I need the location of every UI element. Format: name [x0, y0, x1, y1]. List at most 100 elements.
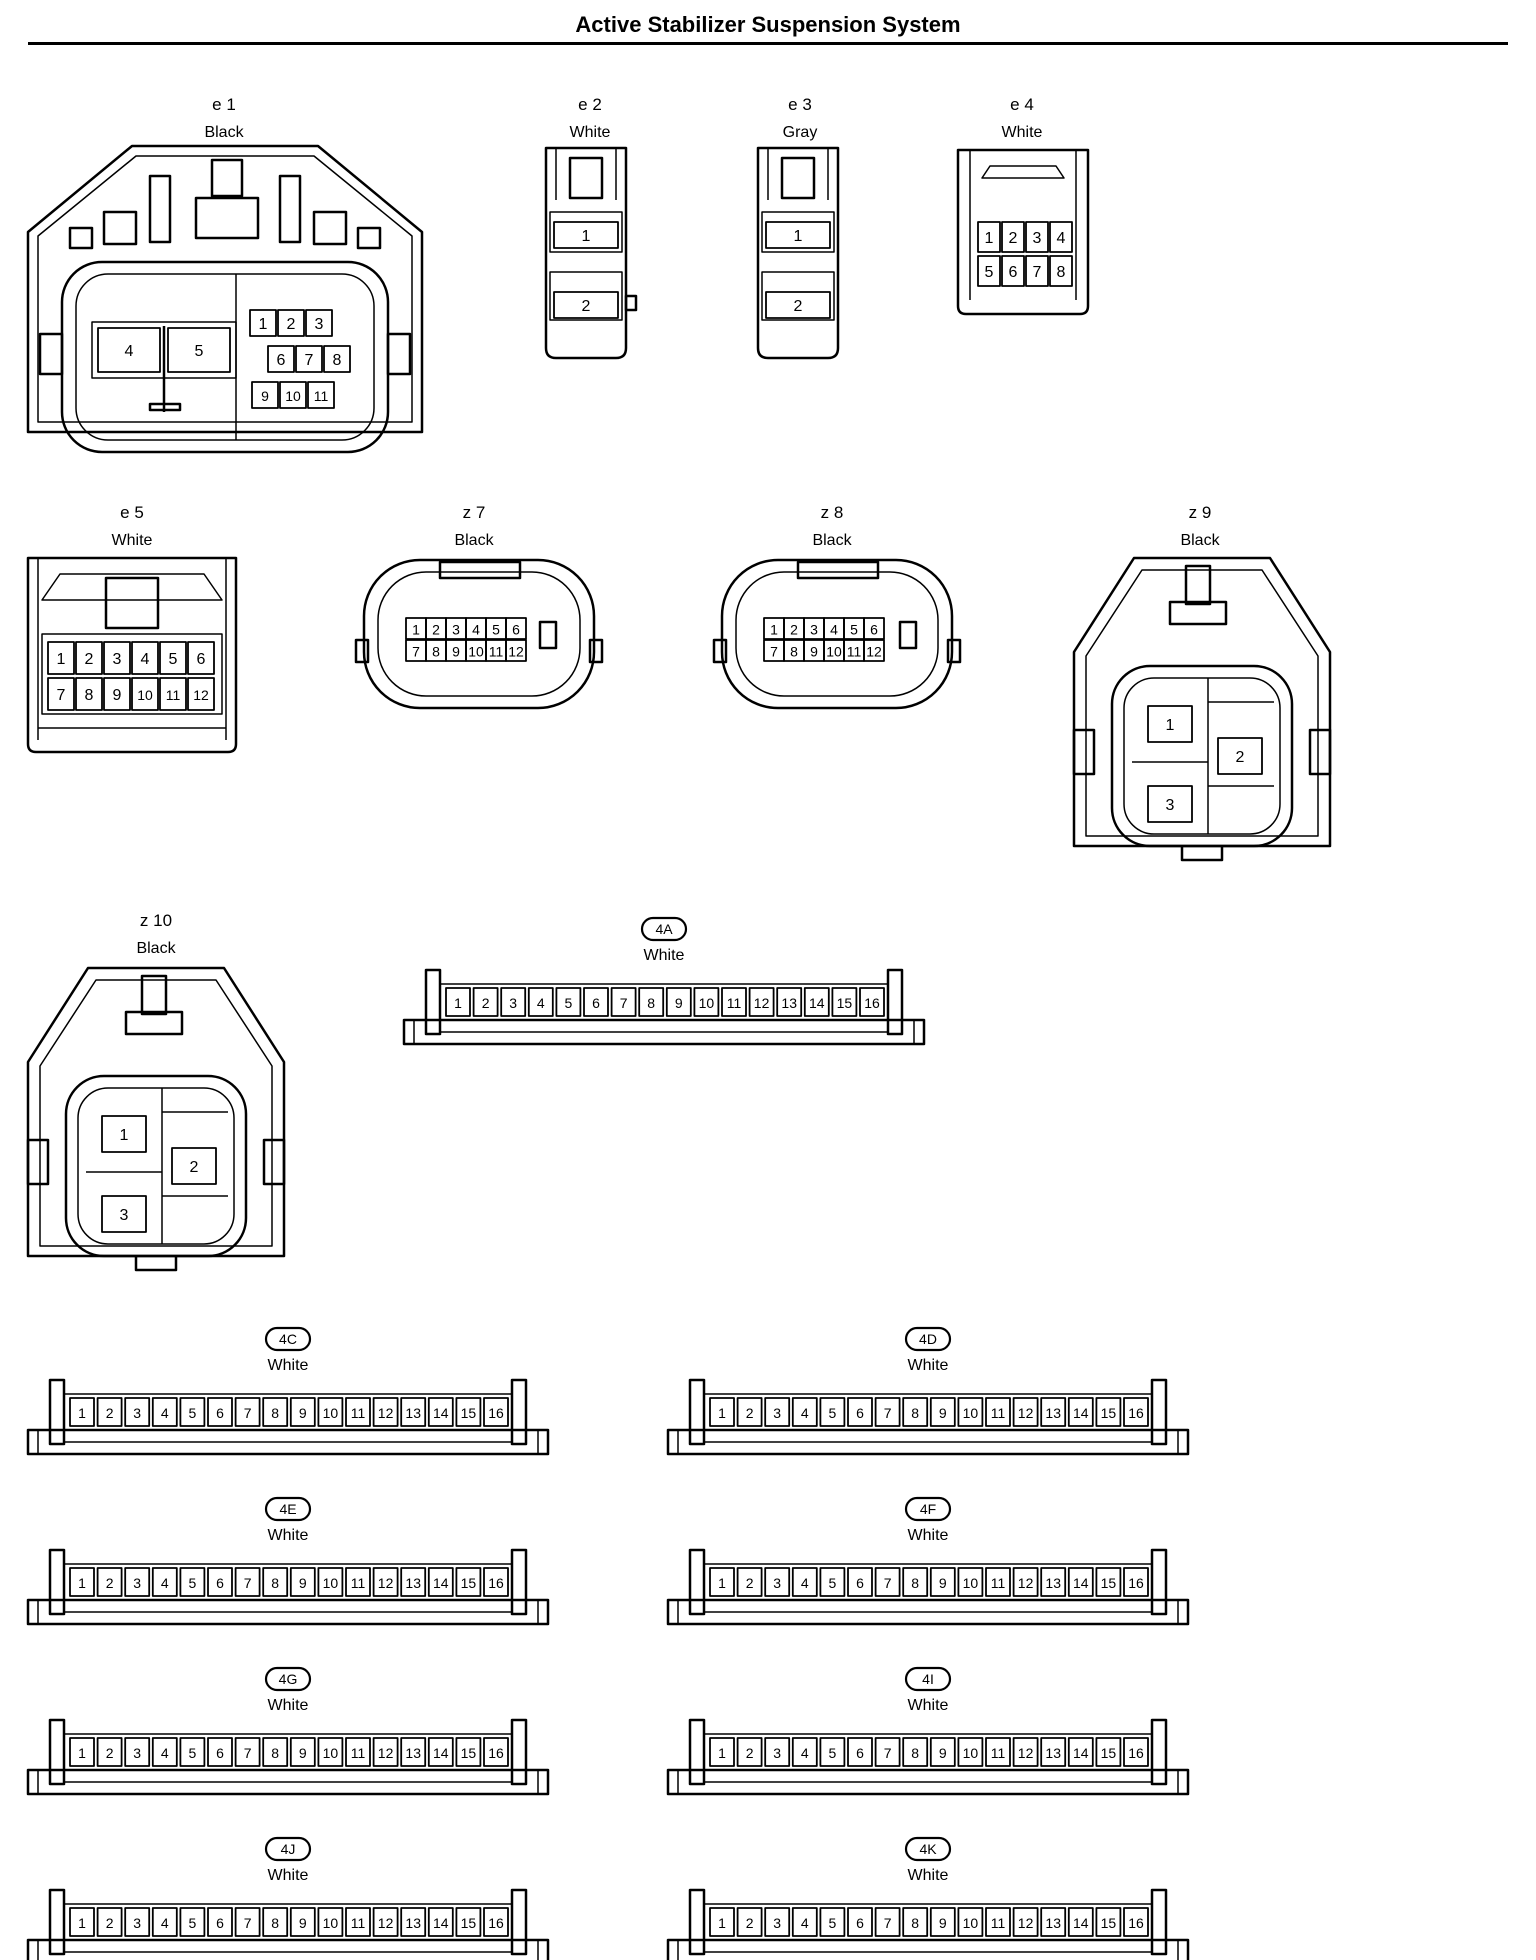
connector-shell [1072, 556, 1332, 848]
connector-color: Black [1180, 532, 1220, 549]
pin-number: 11 [991, 1915, 1006, 1931]
connector-top [41, 573, 223, 601]
pin-cell [791, 1907, 818, 1937]
pin-4: 4 [151, 1737, 178, 1767]
pin-number: 15 [837, 995, 853, 1011]
pin-13: 13 [400, 1397, 427, 1427]
pin-2: 2 [553, 291, 619, 319]
pin-number: 4 [830, 622, 838, 638]
pin-2: 2 [75, 641, 103, 675]
pin-cell [929, 1737, 956, 1767]
connector-badge [264, 1666, 312, 1692]
connector-lock [1184, 564, 1212, 606]
pin-cell [929, 1567, 956, 1597]
pin-14: 14 [427, 1737, 454, 1767]
connector-id: e 5 [120, 503, 144, 522]
pin-16: 16 [1123, 1567, 1149, 1597]
connector-z10: z 10 Black 123 [26, 911, 286, 1272]
pin-cell [345, 1737, 371, 1767]
pin-8: 8 [425, 639, 447, 662]
connector-color: White [268, 1697, 309, 1714]
pin-number: 1 [78, 1745, 86, 1761]
pin-5: 5 [485, 617, 507, 640]
connector-color: Black [204, 124, 244, 141]
connector-color: White [908, 1357, 949, 1374]
pin-number: 2 [1009, 230, 1018, 247]
pin-8: 8 [262, 1397, 289, 1427]
pin-number: 5 [189, 1575, 197, 1591]
pin-6: 6 [207, 1567, 233, 1597]
pin-7: 7 [763, 639, 785, 662]
pin-cell [1001, 255, 1025, 287]
pin-cell [317, 1737, 344, 1767]
pin-cell [124, 1737, 151, 1767]
connector-shell-inner [1085, 569, 1319, 837]
pin-cell [445, 987, 471, 1017]
side-tab [1072, 728, 1096, 776]
rib [356, 226, 382, 250]
strip-end-post [510, 1378, 528, 1446]
pin-3: 3 [764, 1737, 791, 1767]
pin-cell [262, 1397, 289, 1427]
pin-number: 2 [746, 1915, 754, 1931]
pin-number: 5 [565, 995, 573, 1011]
pin-number: 10 [137, 687, 153, 703]
connector-lock [124, 1010, 184, 1036]
pin-4: 4 [97, 327, 161, 373]
side-tab [1308, 728, 1332, 776]
pin-number: 8 [911, 1745, 919, 1761]
pin-10: 10 [317, 1397, 344, 1427]
connector-lock [780, 156, 816, 200]
connector-badge [264, 1326, 312, 1352]
bottom-key [134, 1256, 178, 1272]
pin-10: 10 [317, 1567, 344, 1597]
pin-cell [96, 1397, 123, 1427]
pin-1: 1 [101, 1115, 147, 1153]
pin-cell [427, 1737, 454, 1767]
pin-cell [902, 1737, 929, 1767]
pin-7: 7 [234, 1737, 261, 1767]
pin-number: 8 [85, 687, 94, 704]
pin-13: 13 [1040, 1567, 1067, 1597]
pin-cell [400, 1737, 427, 1767]
pin-3: 3 [803, 617, 825, 640]
pin-2: 2 [171, 1147, 217, 1185]
pin-number: 3 [315, 316, 324, 333]
pin-8: 8 [1049, 255, 1073, 287]
pin-4: 4 [1049, 221, 1073, 253]
pin-number: 8 [432, 644, 440, 660]
connector-color: Gray [783, 124, 818, 141]
pin-16: 16 [1123, 1397, 1149, 1427]
pin-cell [1025, 221, 1049, 253]
pin-number: 8 [333, 352, 342, 369]
pin-2: 2 [1001, 221, 1025, 253]
pin-cell [610, 987, 637, 1017]
pin-cell [1147, 705, 1193, 743]
pin-number: 7 [770, 644, 778, 660]
pin-number: 3 [113, 651, 122, 668]
pin-number: 1 [120, 1127, 129, 1144]
pin-number: 16 [864, 995, 880, 1011]
pin-cell [791, 1397, 818, 1427]
pin-number: 6 [197, 651, 206, 668]
pin-cell [289, 1737, 316, 1767]
pin-number: 7 [244, 1745, 252, 1761]
pin-cell [553, 291, 619, 319]
pin-number: 5 [829, 1745, 837, 1761]
pin-number: 4 [1057, 230, 1066, 247]
pin-9: 9 [929, 1907, 956, 1937]
pin-number: 1 [57, 651, 66, 668]
pin-cell [179, 1567, 206, 1597]
pin-3: 3 [124, 1397, 151, 1427]
pin-cell [96, 1737, 123, 1767]
pin-cell [874, 1907, 901, 1937]
pin-cell [289, 1907, 316, 1937]
pin-cell [131, 641, 159, 675]
pin-cell [69, 1567, 95, 1597]
pin-2: 2 [736, 1737, 763, 1767]
pin-cell [262, 1737, 289, 1767]
pin-number: 7 [412, 644, 420, 660]
connector-id: z 10 [140, 911, 172, 930]
